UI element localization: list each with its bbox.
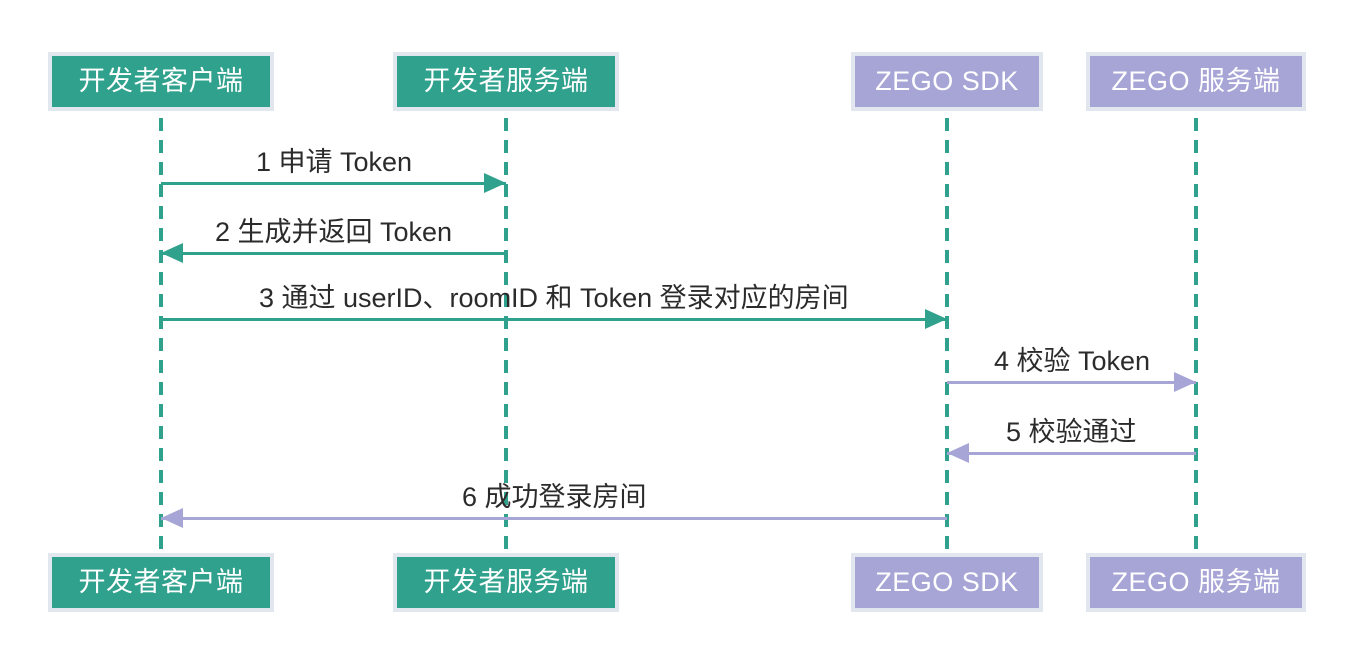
participant-dev-client-top[interactable]: 开发者客户端 [48,52,274,111]
participant-label: 开发者客户端 [78,567,244,597]
participant-dev-client-bottom[interactable]: 开发者客户端 [48,553,274,612]
message-line [947,452,1196,455]
message-arrowhead [1174,372,1196,392]
message-line [161,517,947,520]
message-line [161,318,947,321]
lifeline-dev-client [159,52,163,612]
message-arrowhead [925,309,947,329]
message-3-label: 3 通过 userID、roomID 和 Token 登录对应的房间 [259,283,849,313]
participant-label: ZEGO 服务端 [1111,66,1281,96]
participant-label: ZEGO SDK [875,66,1019,96]
participant-zego-server-bottom[interactable]: ZEGO 服务端 [1086,553,1306,612]
message-arrowhead [947,443,969,463]
message-line [161,252,506,255]
participant-dev-server-top[interactable]: 开发者服务端 [393,52,619,111]
participant-zego-sdk-top[interactable]: ZEGO SDK [851,52,1043,111]
message-6-label: 6 成功登录房间 [462,482,647,512]
participant-dev-server-bottom[interactable]: 开发者服务端 [393,553,619,612]
lifeline-zego-server [1194,52,1198,612]
participant-zego-sdk-bottom[interactable]: ZEGO SDK [851,553,1043,612]
message-arrowhead [484,173,506,193]
message-line [947,381,1196,384]
participant-label: 开发者客户端 [78,66,244,96]
participant-label: ZEGO 服务端 [1111,567,1281,597]
message-arrowhead [161,508,183,528]
message-1-label: 1 申请 Token [256,147,413,177]
participant-label: 开发者服务端 [423,66,589,96]
message-2-label: 2 生成并返回 Token [215,217,453,247]
message-arrowhead [161,243,183,263]
message-4-label: 4 校验 Token [994,346,1151,376]
participant-label: 开发者服务端 [423,567,589,597]
participant-zego-server-top[interactable]: ZEGO 服务端 [1086,52,1306,111]
lifeline-dev-server [504,52,508,612]
participant-label: ZEGO SDK [875,567,1019,597]
lifeline-zego-sdk [945,52,949,612]
message-line [161,182,506,185]
message-5-label: 5 校验通过 [1006,417,1137,447]
